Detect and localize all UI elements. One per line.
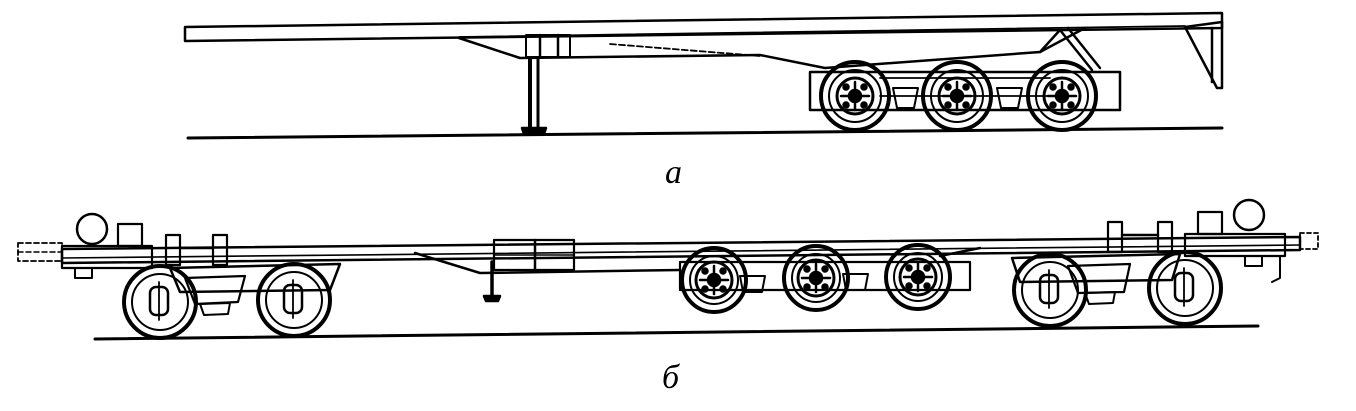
caption-b: б [662, 359, 681, 396]
rear-bumper [1183, 20, 1224, 90]
bogie-left [122, 262, 342, 340]
wheel-top-2 [921, 60, 993, 132]
loaded-semitrailer [413, 238, 982, 314]
wagon-deck [60, 235, 1302, 265]
semitrailer-drawing [183, 11, 1224, 140]
wheel-top-1 [819, 60, 891, 132]
frame-block [525, 34, 571, 58]
air-tank-right [1232, 198, 1266, 232]
wheel-bottom-2 [782, 244, 850, 312]
caption-a: а [665, 154, 682, 191]
bogie-right [1010, 250, 1223, 328]
coupler-right [1299, 232, 1319, 250]
air-tank-left [75, 212, 109, 246]
semitrailer-frame [457, 26, 1087, 70]
wheel-bottom-3 [884, 243, 952, 311]
rail-wagon-drawing [17, 198, 1319, 341]
coupler-left [17, 242, 63, 262]
wheel-bottom-1 [680, 246, 748, 314]
wheel-top-3 [1026, 60, 1098, 132]
